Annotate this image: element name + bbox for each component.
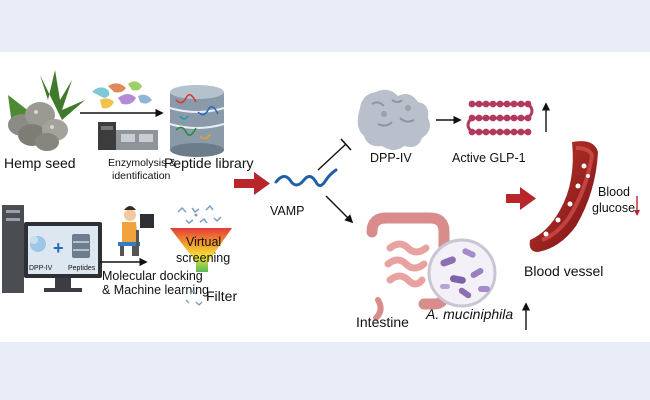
- glp1-bead: [517, 100, 525, 108]
- glp1-bead: [496, 128, 504, 136]
- blood-vessel-icon: [529, 141, 598, 252]
- peptide-particles-icon: [177, 204, 222, 224]
- glp1-bead: [482, 114, 490, 122]
- vamp-strand-icon: [274, 168, 338, 187]
- filter-label: Filter: [206, 288, 237, 304]
- glp1-bead: [503, 100, 511, 108]
- blood-glucose-label-1: Blood: [598, 185, 630, 199]
- intestine-icon: [366, 212, 450, 321]
- glp1-bead: [475, 128, 483, 136]
- researcher-at-desk-icon: [118, 206, 154, 256]
- inhibition-line: [317, 143, 347, 171]
- glp1-bead: [496, 100, 504, 108]
- glp1-chain-turn: [466, 116, 474, 134]
- glp1-bead: [489, 114, 497, 122]
- a-muciniphila-label: A. muciniphila: [425, 306, 513, 322]
- database-icon: [169, 85, 225, 157]
- glp1-bead: [489, 100, 497, 108]
- mass-spectrometer-icon: [98, 122, 158, 150]
- to-vessel-arrow: [506, 187, 536, 210]
- to-vamp-arrow: [234, 172, 270, 195]
- hemp-seed-label: Hemp seed: [4, 155, 76, 171]
- glp1-bead: [510, 114, 518, 122]
- docking-label-2: & Machine learning: [102, 283, 209, 297]
- intestine-label: Intestine: [356, 314, 409, 330]
- glp1-bead: [510, 100, 518, 108]
- glp1-chain-icon: [466, 100, 534, 136]
- dpp-iv-protein-icon: [357, 89, 430, 150]
- screening-funnel-icon: [170, 228, 232, 272]
- screen-plus-sign: +: [53, 238, 64, 258]
- glp1-bead: [524, 128, 532, 136]
- dpp-iv-label: DPP-IV: [370, 151, 412, 165]
- filter-particles-icon: [185, 290, 203, 306]
- glp1-bead: [468, 100, 476, 108]
- computer-monitor-icon: [2, 205, 102, 293]
- glp1-bead: [482, 128, 490, 136]
- enzymolysis-label-2: identification: [112, 170, 171, 182]
- screen-dpp-label: DPP-IV: [29, 265, 53, 272]
- glp1-bead: [503, 114, 511, 122]
- glp1-bead: [489, 128, 497, 136]
- peptide-fragments-icon: [92, 81, 152, 109]
- glp1-bead: [503, 128, 511, 136]
- peptide-library-label: Peptide library: [164, 155, 254, 171]
- glp1-bead: [510, 128, 518, 136]
- glp1-bead: [475, 114, 483, 122]
- glucose-decrease-arrowhead: [634, 210, 640, 216]
- enzymolysis-label-1: Enzymolysis &: [108, 157, 176, 169]
- glp1-bead: [475, 100, 483, 108]
- vamp-to-intestine-arrow: [325, 195, 354, 224]
- blood-glucose-label-2: glucose: [592, 201, 635, 215]
- glp1-bead: [482, 100, 490, 108]
- vamp-label: VAMP: [270, 204, 305, 218]
- docking-label-1: Molecular docking: [102, 269, 203, 283]
- blood-vessel-label: Blood vessel: [524, 263, 603, 279]
- virtual-screening-label-1: Virtual: [186, 235, 221, 249]
- virtual-screening-label-2: screening: [176, 251, 230, 265]
- bacteria-magnifier-icon: [427, 238, 497, 308]
- glp1-bead: [517, 128, 525, 136]
- screen-peptides-label: Peptides: [68, 265, 96, 272]
- glp1-bead: [496, 114, 504, 122]
- glp1-chain-turn: [526, 102, 534, 120]
- inhibition-bar: [340, 138, 352, 151]
- hemp-seed-illustration: [8, 70, 85, 151]
- active-glp1-label: Active GLP-1: [452, 151, 526, 165]
- glp1-bead: [517, 114, 525, 122]
